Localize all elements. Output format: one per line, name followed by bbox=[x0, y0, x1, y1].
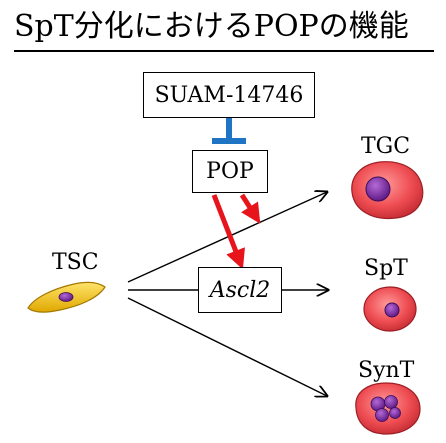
diagram-title: SpT分化におけるPOPの機能 bbox=[14, 8, 434, 52]
tgc-label: TGC bbox=[361, 134, 411, 159]
ascl2-node: Ascl2 bbox=[198, 267, 282, 313]
suam-14746-node: SUAM-14746 bbox=[143, 72, 315, 118]
synt-label: SynT bbox=[358, 358, 415, 383]
pop-label: POP bbox=[206, 159, 254, 184]
tsc-label: TSC bbox=[52, 250, 99, 275]
tsc-cell bbox=[27, 281, 106, 313]
spt-cell bbox=[363, 286, 417, 332]
pop-node: POP bbox=[192, 150, 268, 193]
suam-14746-label: SUAM-14746 bbox=[154, 82, 304, 108]
arrow-tsc-to-synt bbox=[127, 297, 327, 396]
synt-cell bbox=[355, 382, 421, 435]
arrow-tsc-to-tgc bbox=[127, 192, 327, 283]
activation-edge-pop-to-ascl2 bbox=[211, 194, 245, 270]
ascl2-label: Ascl2 bbox=[209, 277, 271, 303]
activation-edge-pop-to-tgc-path bbox=[239, 193, 261, 224]
spt-label: SpT bbox=[364, 256, 408, 281]
tgc-cell bbox=[351, 161, 424, 220]
inhibition-edge bbox=[212, 118, 246, 144]
